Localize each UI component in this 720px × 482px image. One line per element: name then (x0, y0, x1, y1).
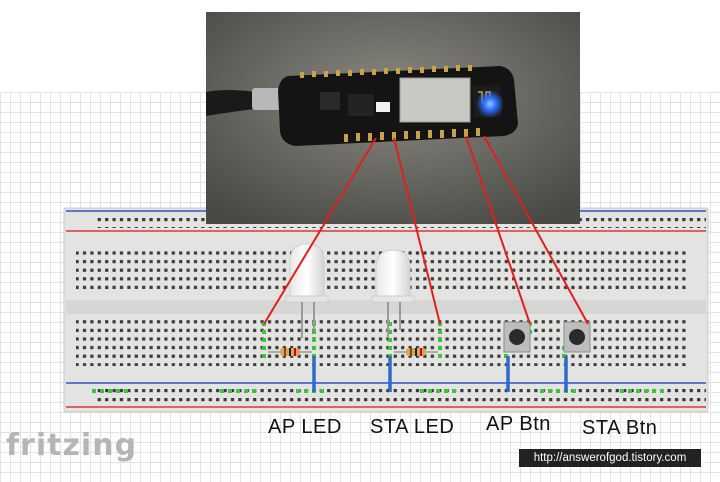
nodemcu-photo (206, 12, 580, 224)
connected-holes (92, 322, 664, 393)
status-led-glow (476, 90, 504, 118)
label-sticker (376, 102, 390, 112)
resistor-ap (268, 348, 312, 356)
center-channel (66, 300, 706, 314)
usb-cable (206, 90, 262, 116)
button-ap (503, 321, 531, 353)
sta-led-label: STA LED (370, 416, 455, 438)
blog-url[interactable]: http://answerofgod.tistory.com (519, 449, 701, 467)
led-ap (285, 243, 329, 338)
button-sta (563, 321, 591, 353)
resistor-sta (394, 348, 438, 356)
ground-wires (312, 356, 568, 392)
led-sta (371, 249, 415, 338)
chip (348, 94, 374, 116)
fritzing-logo: fritzing (6, 428, 138, 463)
ap-led-label: AP LED (268, 416, 342, 438)
bottom-rail-holes (96, 387, 706, 403)
lower-terminal-holes (76, 318, 688, 366)
esp-module (399, 77, 471, 123)
breadboard (63, 207, 709, 413)
sta-btn-label: STA Btn (582, 417, 658, 439)
chip (320, 92, 340, 110)
signal-wires (263, 135, 589, 325)
ap-btn-label: AP Btn (486, 413, 551, 435)
usb-connector (252, 88, 282, 110)
